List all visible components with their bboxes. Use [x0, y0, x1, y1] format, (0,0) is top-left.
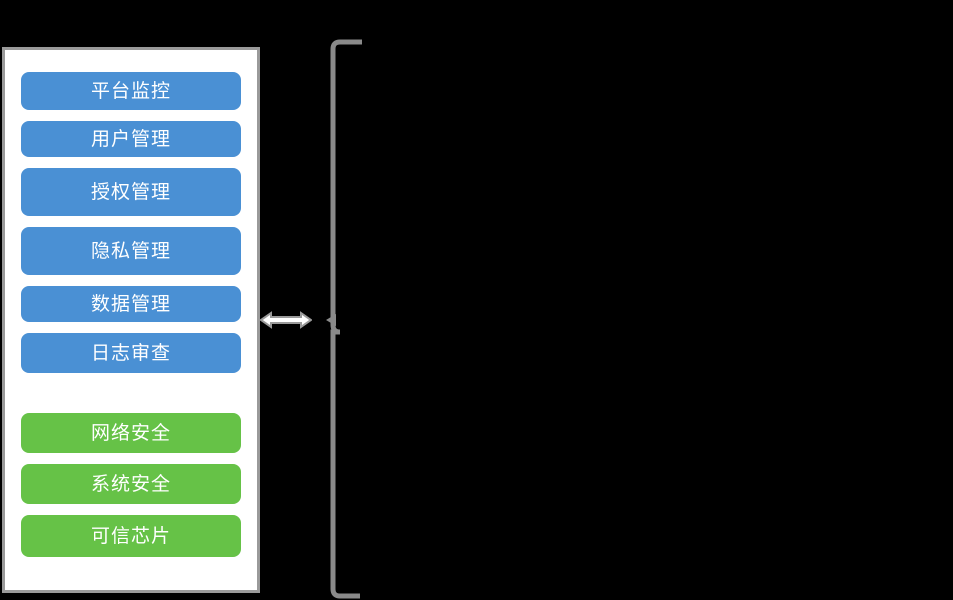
- double-headed-arrow-icon: [259, 311, 313, 329]
- right-brace: [326, 38, 370, 600]
- capability-item-label: 可信芯片: [90, 525, 171, 547]
- capability-item-label: 网络安全: [90, 422, 171, 444]
- capability-item-label: 隐私管理: [90, 240, 171, 262]
- capability-item-authorization-management[interactable]: 授权管理: [21, 168, 241, 216]
- capability-item-label: 平台监控: [90, 80, 171, 102]
- capability-item-system-security[interactable]: 系统安全: [21, 464, 241, 504]
- management-group: 平台监控 用户管理 授权管理 隐私管理 数据管理 日志审查: [21, 72, 241, 373]
- curly-brace-icon: [326, 39, 362, 599]
- security-group: 网络安全 系统安全 可信芯片: [21, 413, 241, 557]
- capability-item-label: 系统安全: [90, 473, 171, 495]
- capability-item-platform-monitoring[interactable]: 平台监控: [21, 72, 241, 110]
- capability-item-network-security[interactable]: 网络安全: [21, 413, 241, 453]
- capability-item-privacy-management[interactable]: 隐私管理: [21, 227, 241, 275]
- capability-item-user-management[interactable]: 用户管理: [21, 121, 241, 157]
- capability-item-label: 用户管理: [90, 128, 171, 150]
- capability-item-log-audit[interactable]: 日志审查: [21, 333, 241, 373]
- capability-item-label: 授权管理: [90, 181, 171, 203]
- capability-item-trusted-chip[interactable]: 可信芯片: [21, 515, 241, 557]
- capability-item-label: 日志审查: [90, 342, 171, 364]
- capability-item-data-management[interactable]: 数据管理: [21, 286, 241, 322]
- bidirectional-arrow: [259, 306, 313, 334]
- capability-item-label: 数据管理: [90, 293, 171, 315]
- capability-panel-content: 平台监控 用户管理 授权管理 隐私管理 数据管理 日志审查: [5, 50, 257, 590]
- capability-panel: 平台监控 用户管理 授权管理 隐私管理 数据管理 日志审查: [2, 47, 260, 593]
